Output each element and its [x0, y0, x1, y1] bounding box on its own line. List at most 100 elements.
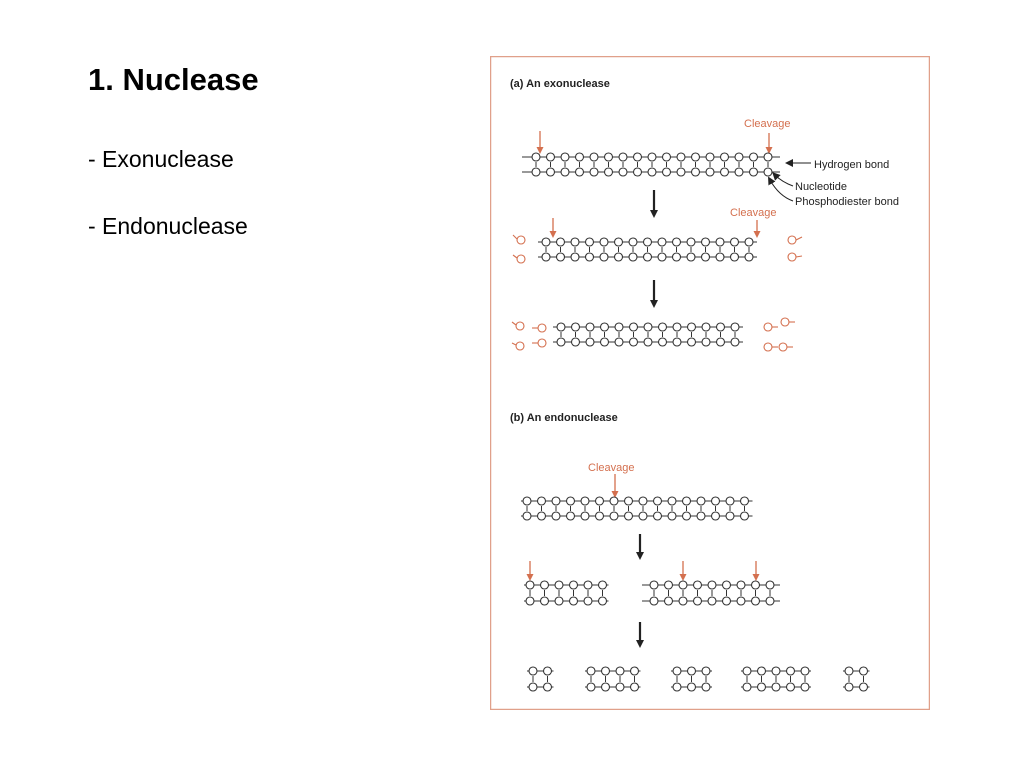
nucleotide: [570, 322, 581, 332]
nucleotide: [560, 167, 570, 177]
nucleotide: [638, 511, 648, 521]
nucleotide: [800, 666, 810, 676]
nuclease-diagram: (a) An exonuclease Cleavage Cleavage Hyd…: [490, 56, 930, 710]
released-nucleotide-stem: [511, 321, 517, 326]
nucleotide: [594, 496, 605, 506]
nucleotide: [628, 322, 639, 332]
cleavage-arrow-head: [679, 574, 687, 581]
nucleotide: [734, 167, 744, 177]
nucleotide: [686, 322, 697, 332]
nucleotide-pointer: [772, 172, 794, 187]
nucleotide: [554, 580, 564, 590]
nucleotide: [556, 337, 566, 347]
dna-fragment-b3: [671, 666, 712, 692]
nucleotide: [667, 496, 677, 506]
nucleotide: [555, 237, 566, 247]
nucleotide: [671, 237, 682, 247]
released-nucleotide: [537, 323, 547, 333]
nucleotide: [597, 580, 608, 590]
nucleotide: [750, 580, 761, 590]
nucleotide: [555, 252, 566, 262]
nucleotide: [652, 511, 663, 521]
nucleotide: [663, 580, 674, 590]
nucleotide: [629, 682, 640, 692]
nucleotide: [705, 152, 715, 162]
nucleotide: [721, 580, 732, 590]
nucleotide: [800, 682, 810, 692]
phosphodiester-pointer: [768, 176, 794, 202]
dna-duplex-b1: [521, 496, 753, 521]
nucleotide: [748, 152, 759, 162]
nucleotide: [705, 167, 715, 177]
nucleotide: [681, 511, 692, 521]
nucleotide: [609, 496, 619, 506]
nucleotide: [734, 152, 744, 162]
nucleotide: [667, 511, 677, 521]
nucleotide: [725, 511, 735, 521]
nucleotide: [583, 580, 593, 590]
hydrogen-bond-label: Hydrogen bond: [814, 159, 889, 171]
released-nucleotide: [787, 252, 797, 262]
released-nucleotide: [537, 338, 547, 348]
nucleotide: [609, 511, 619, 521]
nucleotide: [594, 511, 605, 521]
nucleotide: [696, 511, 706, 521]
nucleotide: [580, 511, 590, 521]
nucleotide: [586, 666, 596, 676]
process-arrow-head: [636, 640, 644, 648]
nucleotide: [715, 322, 726, 332]
nucleotide: [663, 596, 674, 606]
process-arrow-head: [650, 300, 658, 308]
nucleotide: [643, 337, 653, 347]
released-nucleotide: [763, 322, 773, 332]
nucleotide: [844, 682, 854, 692]
nucleotide: [672, 337, 682, 347]
released-nucleotide: [516, 235, 526, 245]
nucleotide: [570, 252, 580, 262]
nucleotide: [600, 682, 611, 692]
nucleotide: [686, 237, 696, 247]
nucleotide: [628, 237, 638, 247]
nucleotide: [599, 337, 610, 347]
nucleotide: [710, 511, 721, 521]
nucleotide: [643, 322, 653, 332]
nucleotide: [661, 152, 672, 162]
nucleotide: [701, 666, 711, 676]
nucleotide: [584, 252, 595, 262]
nucleotide: [568, 596, 579, 606]
dna-fragment-b3: [585, 666, 641, 692]
nucleotide: [586, 682, 596, 692]
nucleotide: [585, 322, 595, 332]
nucleotide: [721, 596, 732, 606]
nucleotide: [715, 252, 725, 262]
nucleotide: [580, 496, 590, 506]
cleavage-arrow-head: [611, 491, 619, 498]
nucleotide: [715, 237, 725, 247]
nucleotide: [719, 152, 730, 162]
nucleotide: [844, 666, 854, 676]
nucleotide: [589, 167, 599, 177]
nucleotide: [542, 682, 553, 692]
released-nucleotide-stem: [795, 236, 803, 241]
nucleotide: [763, 167, 773, 177]
nucleotide: [678, 596, 688, 606]
nucleotide: [584, 237, 595, 247]
nucleotide: [707, 580, 717, 590]
cleavage-arrow-head: [526, 574, 534, 581]
nucleotide: [657, 337, 668, 347]
nucleotide: [638, 496, 648, 506]
nucleotide: [672, 682, 682, 692]
cleavage-arrow-head: [549, 231, 557, 238]
dna-fragment-b3: [741, 666, 811, 692]
phosphodiester-bond-label: Phosphodiester bond: [795, 196, 899, 208]
dna-duplex-a3: [553, 322, 743, 347]
nucleotide: [539, 580, 550, 590]
nucleotide: [707, 596, 717, 606]
nucleotide: [632, 152, 643, 162]
nucleotide: [536, 496, 547, 506]
nucleotide: [692, 596, 703, 606]
nucleotide: [628, 252, 638, 262]
nucleotide: [574, 152, 585, 162]
nucleotide: [589, 152, 599, 162]
nucleotide: [615, 682, 625, 692]
